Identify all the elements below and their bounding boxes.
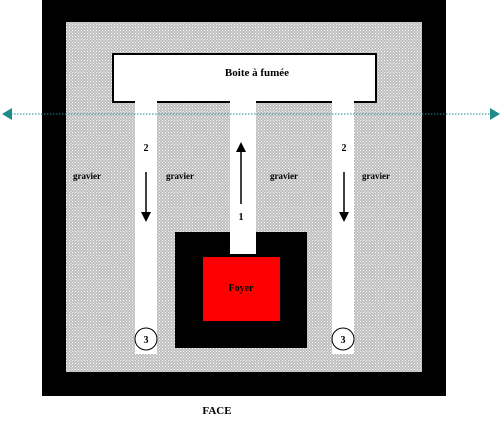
firebox-fire bbox=[203, 257, 280, 321]
flow-label-right: 2 bbox=[342, 143, 347, 154]
inlet-left-circle bbox=[134, 327, 158, 351]
gravel-label-left-outer: gravier bbox=[73, 171, 101, 181]
flow-label-left: 2 bbox=[144, 143, 149, 154]
channel-right bbox=[332, 100, 354, 354]
inlet-label-left: 3 bbox=[144, 335, 149, 346]
section-axis-arrow-left bbox=[2, 108, 12, 120]
flow-arrow-left-head bbox=[141, 212, 151, 222]
channel-center bbox=[230, 100, 256, 255]
smoke-box-label: Boite à fumée bbox=[225, 67, 289, 79]
gravel-label-right-outer: gravier bbox=[362, 171, 390, 181]
flow-arrow-right-head bbox=[339, 212, 349, 222]
section-axis-arrow-right bbox=[490, 108, 500, 120]
gravel-label-left-inner: gravier bbox=[166, 171, 194, 181]
firebox-label: Foyer bbox=[229, 283, 255, 294]
flow-label-center: 1 bbox=[239, 212, 244, 223]
gravel-label-right-inner: gravier bbox=[270, 171, 298, 181]
channel-left bbox=[135, 100, 157, 354]
flow-arrow-center-head bbox=[236, 142, 246, 152]
inlet-label-right: 3 bbox=[341, 335, 346, 346]
view-caption: FACE bbox=[202, 405, 231, 417]
channel-center-lower bbox=[230, 232, 256, 254]
inlet-right-circle bbox=[331, 327, 355, 351]
